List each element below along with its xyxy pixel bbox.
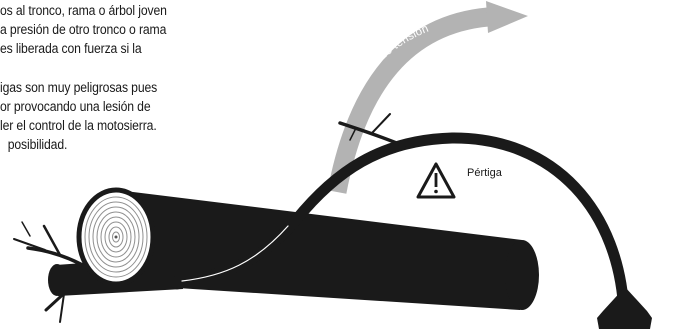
text-line: es liberada con fuerza si la — [0, 41, 142, 57]
twigs-left — [13, 221, 90, 323]
text-line: igas son muy peligrosas pues — [0, 80, 158, 96]
warning-triangle-icon — [416, 162, 456, 199]
text-line: os al tronco, rama o árbol joven — [0, 3, 167, 19]
bent-sapling — [169, 113, 630, 320]
release-arrow — [327, 1, 528, 194]
sapling-tip — [597, 287, 652, 318]
text-line: ler el control de la motosierra. — [0, 118, 157, 134]
text-line: or provocando una lesión de — [0, 99, 151, 115]
text-line: posibilidad. — [7, 137, 68, 153]
main-log — [76, 187, 539, 310]
text-line: a presión de otro tronco o rama — [0, 22, 167, 38]
pertiga-label: Pértiga — [467, 167, 503, 179]
